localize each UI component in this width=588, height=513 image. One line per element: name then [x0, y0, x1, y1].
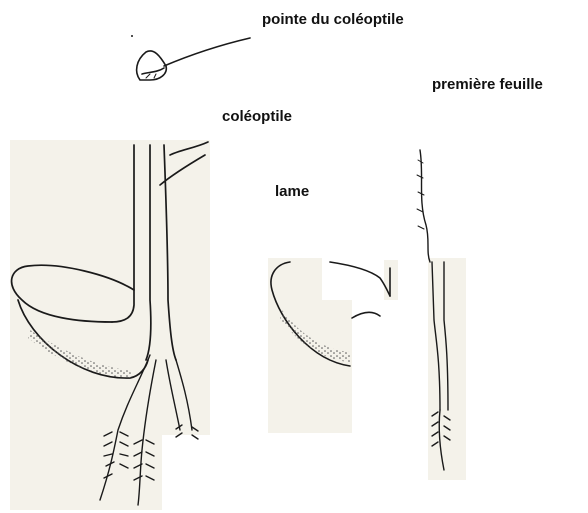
blade-panel [268, 258, 398, 433]
coleoptile-tip-shape [137, 51, 167, 80]
seedling-panel-left [10, 140, 210, 510]
coleoptile-tip-inner-line [142, 68, 164, 74]
first-leaf-panel [417, 150, 466, 480]
coleoptile-tip-detail [137, 38, 250, 80]
coleoptile-tip-pointer-line [164, 38, 250, 66]
blade-fold [352, 312, 380, 318]
blade-top-edge [330, 262, 390, 296]
first-leaf-edge [420, 150, 430, 262]
